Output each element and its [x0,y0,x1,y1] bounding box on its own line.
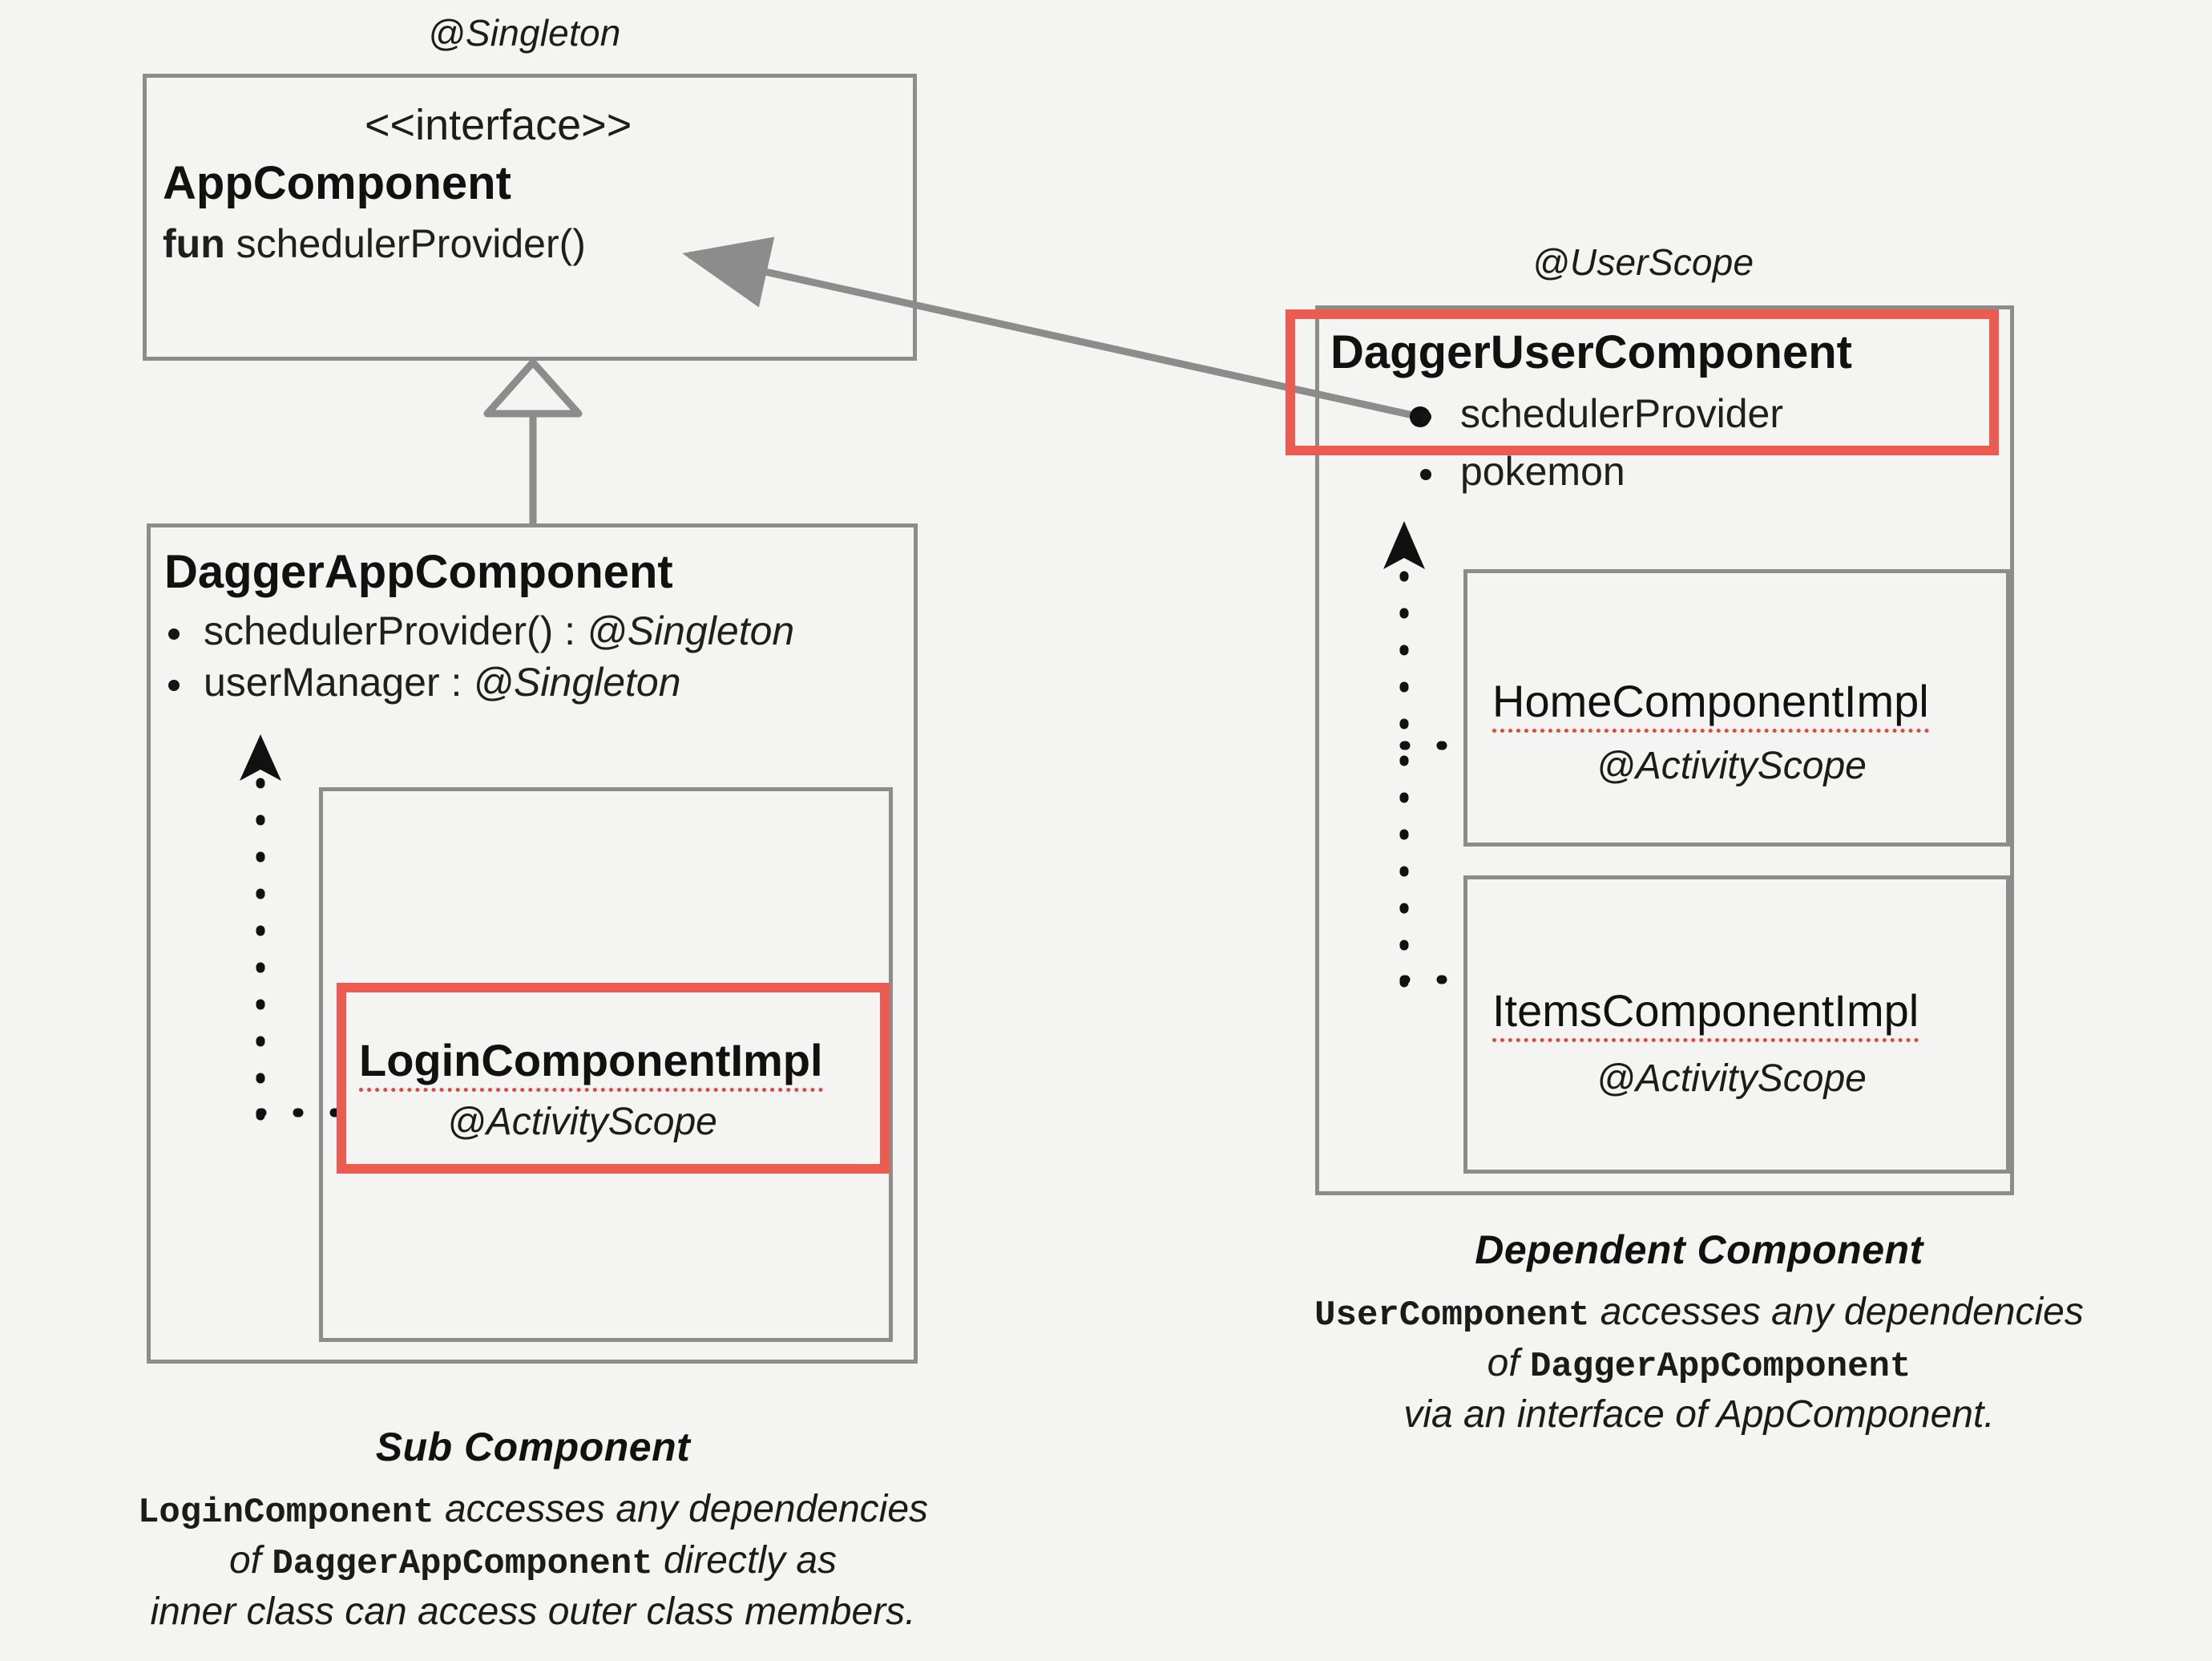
caption-text: accesses any dependencies [434,1488,929,1530]
caption-text: of [1487,1342,1531,1385]
member-separator: : [439,660,474,705]
home-component-name: HomeComponentImpl [1492,675,1929,733]
items-component-box [1463,875,2010,1174]
login-subcomponent-container-box [319,787,893,1342]
items-component-scope: @ActivityScope [1596,1057,1867,1100]
login-component-name: LoginComponentImpl [359,1034,823,1092]
inheritance-connector [483,358,583,526]
dagger-app-component-name: DaggerAppComponent [164,546,673,598]
app-component-annotation: @Singleton [428,12,621,54]
home-component-scope: @ActivityScope [1596,745,1867,787]
dependent-component-caption-line-2: of DaggerAppComponent [1186,1339,2212,1390]
member-scope: @Singleton [473,660,681,705]
dagger-user-component-member-1: pokemon [1460,449,1625,494]
dependent-component-caption: Dependent Component UserComponent access… [1186,1227,2212,1441]
caption-code: DaggerAppComponent [1530,1347,1911,1388]
dependent-component-caption-line-1: UserComponent accesses any dependencies [1186,1287,2212,1339]
sub-component-caption-title: Sub Component [375,1425,691,1469]
sub-component-caption-line-2: of DaggerAppComponent directly as [0,1536,1066,1587]
user-component-annotation: @UserScope [1532,241,1754,283]
dependent-component-caption-title: Dependent Component [1475,1227,1923,1272]
login-component-scope: @ActivityScope [447,1101,717,1143]
caption-text: accesses any dependencies [1589,1291,2084,1333]
dagger-user-component-name: DaggerUserComponent [1330,326,1852,378]
member-separator: : [553,608,587,653]
home-component-box [1463,569,2010,847]
app-component-stereotype: <<interface>> [365,101,632,149]
dependent-component-caption-line-3: via an interface of AppComponent. [1403,1393,1995,1437]
login-component-highlight [337,983,890,1174]
dagger-app-component-member-1: userManager : @Singleton [204,659,681,705]
items-component-name: ItemsComponentImpl [1492,984,1919,1042]
member-bullet [1420,411,1431,422]
caption-text: directly as [652,1539,838,1582]
member-bullet [168,680,180,691]
caption-code: UserComponent [1314,1295,1590,1336]
app-component-method-keyword: fun [163,221,225,266]
member-bullet [1420,469,1431,480]
member-bullet [168,628,180,640]
app-component-name: AppComponent [163,157,511,209]
caption-code: LoginComponent [137,1493,434,1533]
sub-component-caption-line-3: inner class can access outer class membe… [150,1590,916,1634]
sub-component-caption-line-1: LoginComponent accesses any dependencies [0,1485,1066,1536]
dagger-app-component-member-0: schedulerProvider() : @Singleton [204,608,794,654]
dagger-user-component-member-0: schedulerProvider [1460,391,1783,436]
member-label: schedulerProvider() [204,608,554,653]
sub-component-caption: Sub Component LoginComponent accesses an… [0,1424,1066,1638]
app-component-method: fun schedulerProvider() [163,220,586,267]
member-scope: @Singleton [586,608,795,653]
caption-text: of [228,1539,272,1582]
app-component-method-name: schedulerProvider() [236,221,586,266]
member-label: userManager [204,660,440,705]
caption-code: DaggerAppComponent [272,1544,653,1585]
